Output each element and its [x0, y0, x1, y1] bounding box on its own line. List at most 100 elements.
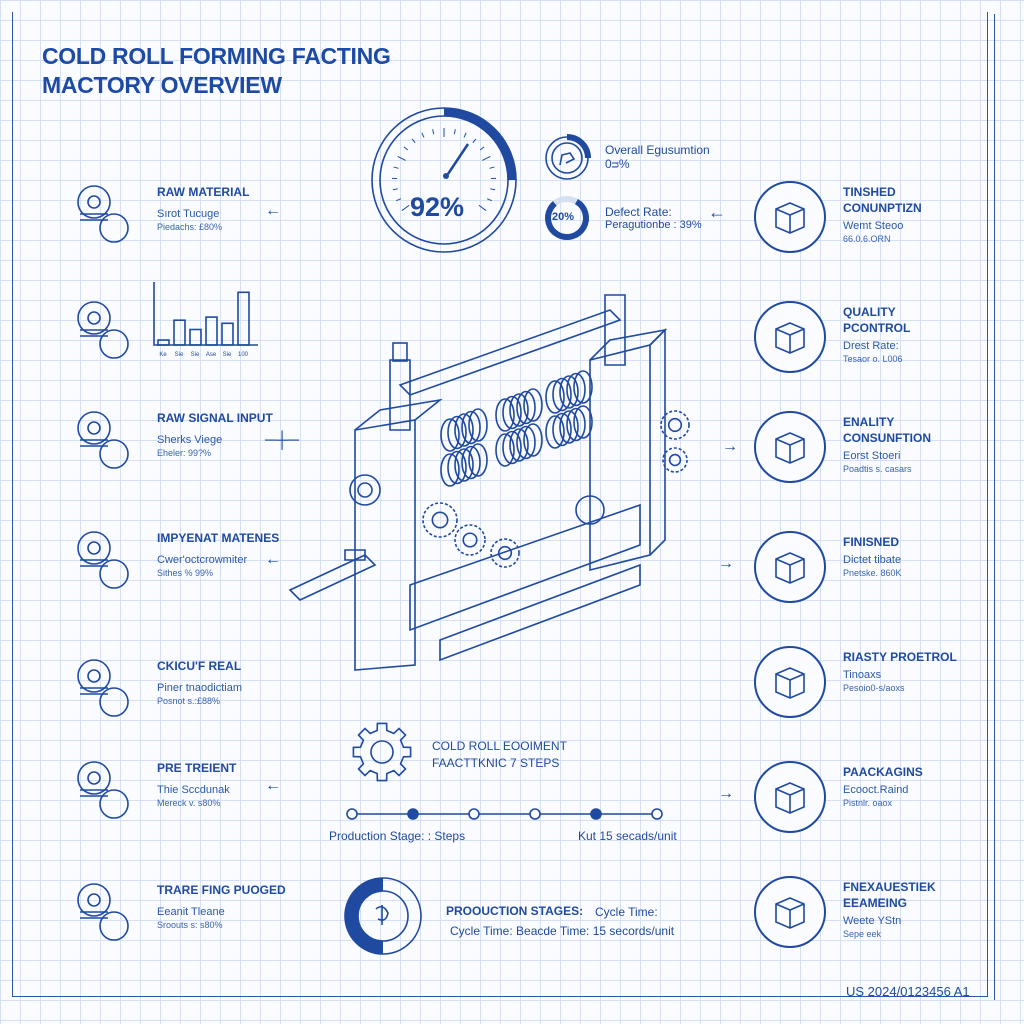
- cleaning-icon: [72, 882, 132, 944]
- stages-label: PROOUCTION STAGES:: [446, 904, 584, 918]
- item-line-2: Eheler: 99?%: [157, 448, 212, 458]
- gauge-fill-arc: [443, 107, 517, 181]
- item-line-1: Eorst Stoeri: [843, 450, 901, 462]
- bar: [205, 316, 218, 346]
- item-title: RAW MATERIAL: [157, 185, 250, 199]
- tick-label: Sie: [191, 352, 200, 358]
- stack-icon: [754, 876, 826, 948]
- item-title: PAACKAGINS: [843, 765, 923, 779]
- gripper-icon: [754, 531, 826, 603]
- arrow-left-icon: ←: [265, 551, 281, 568]
- mini-bar-chart: Ke Sie Sie Ase Sie 100: [153, 282, 258, 358]
- item-title: FINISNED: [843, 535, 900, 549]
- gauge: [371, 107, 517, 253]
- arrow-left-icon: ←: [708, 202, 726, 222]
- item-line-1: Sherks Viege: [157, 434, 223, 446]
- tick-label: Sie: [175, 352, 184, 358]
- production-timeline: [346, 808, 663, 820]
- bar: [173, 319, 186, 346]
- box-icon: [754, 761, 826, 833]
- hand-ring-icon: [545, 134, 591, 180]
- item-line-1: Wemt Steoo: [843, 220, 904, 232]
- item-line-2: Tesaor o. L006: [843, 354, 903, 364]
- process-title-2: FAACTTKNIC 7 STEPS: [432, 756, 560, 770]
- cold-roll-forming-machine: [288, 294, 690, 671]
- forming-rollers: [349, 370, 605, 525]
- item-title: CKICU'F REAL: [157, 659, 242, 673]
- item-line-2: Mereck v. s80%: [157, 798, 221, 808]
- tick-label: 100: [238, 352, 249, 358]
- kpi-consumption-value: 0ᴝ%: [605, 157, 630, 171]
- patent-number: US 2024/0123456 A1: [846, 984, 970, 999]
- rate-label: Kut 15 secads/unit: [578, 829, 677, 843]
- item-title: RIASTY PROETROL: [843, 650, 957, 664]
- gear-icon: [352, 722, 412, 782]
- item-title: RAW SIGNAL INPUT: [157, 411, 273, 425]
- title-line-1: COLD ROLL FORMING FACTING: [42, 43, 391, 69]
- cycle-line: Cycle Time: Beacde Time: 15 secords/unit: [450, 924, 675, 938]
- item-line-2: Poadtis s. casars: [843, 464, 912, 474]
- title-line-2: MACTORY OVERVIEW: [42, 72, 282, 98]
- arrow-right-icon: →: [718, 555, 734, 572]
- document-icon: [754, 646, 826, 718]
- bar: [189, 328, 202, 346]
- item-title: PRE TREIENT: [157, 761, 237, 775]
- item-title: IMPYENAT MATENES: [157, 531, 280, 545]
- step-node: [468, 808, 480, 820]
- house-icon: [754, 411, 826, 483]
- right-item: QUALITY PCONTROL Drest Rate: Tesaor o. L00…: [843, 304, 963, 365]
- gauge-value: 92%: [410, 192, 465, 222]
- sensor-icon: [72, 410, 132, 472]
- item-line-1: Drest Rate:: [843, 340, 899, 352]
- item-title: FNEXAUESTIEK EEAMEING: [843, 880, 936, 910]
- defect-rate-ring: [545, 196, 589, 241]
- arrow-left-icon: ←: [265, 777, 281, 794]
- tick-label: Ke: [159, 352, 167, 358]
- item-line-2: Posnot s.:£88%: [157, 696, 221, 706]
- gauge-ticks: [392, 128, 496, 211]
- arrow-left-icon: ←: [265, 202, 281, 219]
- item-line-1: Piner tnaodictiam: [157, 682, 242, 694]
- item-line-1: Dictet tibate: [843, 554, 902, 566]
- arrow-right-icon: →: [722, 438, 738, 455]
- frame-right-tick: [994, 14, 995, 1000]
- item-line-1: Tinoaxs: [843, 669, 882, 681]
- gear-cluster-icon: [72, 658, 132, 720]
- bars-stock-icon: [754, 301, 826, 373]
- item-title: TRARE FING PUOGED: [157, 883, 286, 897]
- gauge-needle: [446, 143, 470, 175]
- kpi-defect-label: Defect Rate:: [605, 205, 672, 219]
- item-line-1: Eeanit Tleane: [157, 906, 225, 918]
- coil-stack-icon: [72, 184, 132, 246]
- donut-fill-arc: [345, 878, 384, 954]
- process-title-1: COLD ROLL EOOIMENT: [432, 739, 567, 753]
- bar: [237, 291, 250, 346]
- item-title: QUALITY PCONTROL: [843, 305, 911, 335]
- bar: [221, 322, 234, 346]
- tick-label: Sie: [223, 352, 232, 358]
- item-line-1: Ecooct.Raind: [843, 784, 909, 796]
- tick-label: Ase: [206, 352, 217, 358]
- cube-icon: [754, 181, 826, 253]
- coil-feed-icon: [72, 530, 132, 592]
- stage-label: Production Stage: : Steps: [329, 829, 466, 843]
- kpi-defect-value: Peragutionbe : 39%: [605, 219, 702, 231]
- step-node: [529, 808, 541, 820]
- drive-gears: [422, 410, 690, 568]
- item-line-2: Sepe eek: [843, 929, 882, 939]
- step-node: [346, 808, 358, 820]
- coil-plus-icon: [72, 760, 132, 822]
- roller-icon: [72, 300, 132, 362]
- step-node: [590, 808, 602, 820]
- bar: [157, 339, 170, 346]
